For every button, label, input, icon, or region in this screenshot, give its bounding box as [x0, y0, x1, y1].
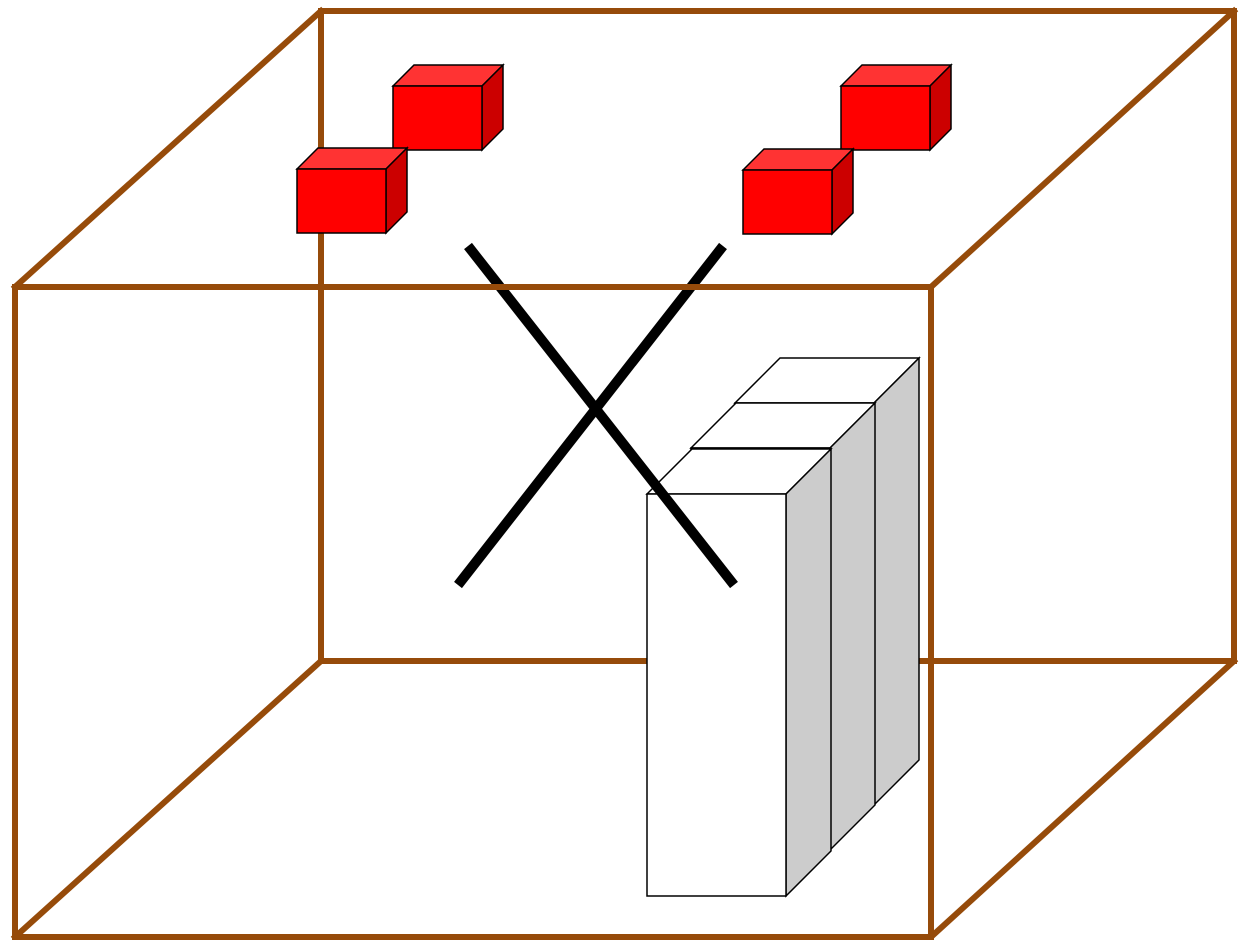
room-frame-depth — [10, 6, 1239, 940]
red-box-left-front — [295, 146, 409, 235]
red-box-front — [296, 168, 387, 234]
rack-unit-side — [873, 356, 920, 807]
cross-stroke-2 — [454, 242, 727, 589]
red-box-right-back — [839, 63, 953, 152]
depth-bottom-left-edge — [10, 656, 326, 940]
depth-top-right-edge — [926, 6, 1239, 292]
rack-unit-front — [646, 493, 787, 897]
red-box-left-back — [391, 63, 505, 152]
depth-bottom-right-edge — [926, 656, 1239, 940]
depth-top-left-edge — [10, 6, 326, 292]
rack-unit-side — [785, 447, 832, 898]
cross-mark — [454, 242, 738, 589]
cross-stroke-1 — [464, 242, 738, 589]
room-frame-front — [12, 284, 934, 940]
red-box-front — [742, 169, 833, 235]
red-box-right-front — [741, 147, 855, 236]
red-box-front — [840, 85, 931, 151]
rack-unit-side — [829, 401, 876, 852]
rack-unit-front-unit — [645, 447, 833, 898]
red-box-front — [392, 85, 483, 151]
